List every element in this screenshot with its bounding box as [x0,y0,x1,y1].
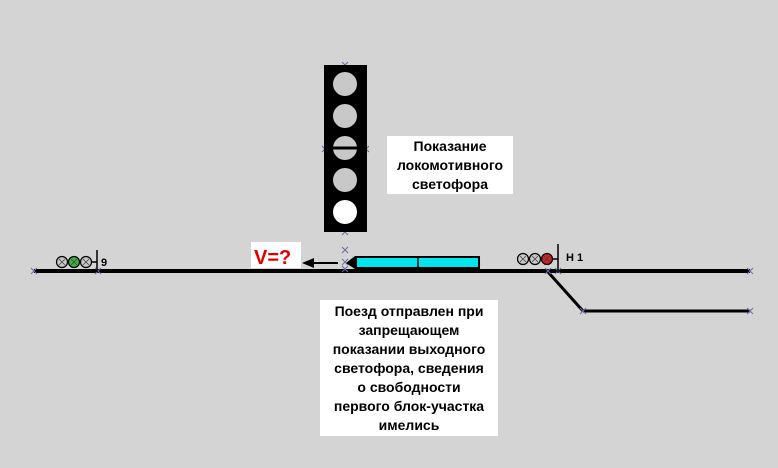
indication-line-2: локомотивного [396,157,504,173]
info-line-5: о свободности [357,379,461,395]
situation-description: Поезд отправлен при запрещающем показани… [320,300,498,436]
speed-query-box [251,242,301,268]
loco-lamp-4 [333,168,357,192]
train[interactable] [346,256,480,269]
indication-line-3: светофора [412,176,488,192]
info-line-4: светофора, сведения [334,360,484,376]
loco-lamp-2 [333,104,357,128]
info-line-3: показании выходного [332,341,486,357]
locomotive-signal-panel [324,65,367,232]
info-line-1: Поезд отправлен при [334,303,484,319]
locomotive-indication-label: Показание локомотивного светофора [387,136,513,194]
info-line-6: первого блок-участка [333,398,485,414]
signal-9-label: 9 [101,257,107,269]
indication-line-1: Показание [413,138,487,154]
branch-track-diagonal [546,270,585,313]
signal-n1-label: Н 1 [566,252,583,264]
signal-9[interactable] [55,250,98,272]
signal-n1[interactable] [516,244,559,272]
speed-query: V=? [254,247,291,269]
info-line-2: запрещающем [358,322,460,338]
info-line-7: имелись [378,417,440,433]
loco-lamp-1 [333,72,357,96]
direction-arrow-head [302,258,314,268]
loco-lamp-white [333,200,357,224]
